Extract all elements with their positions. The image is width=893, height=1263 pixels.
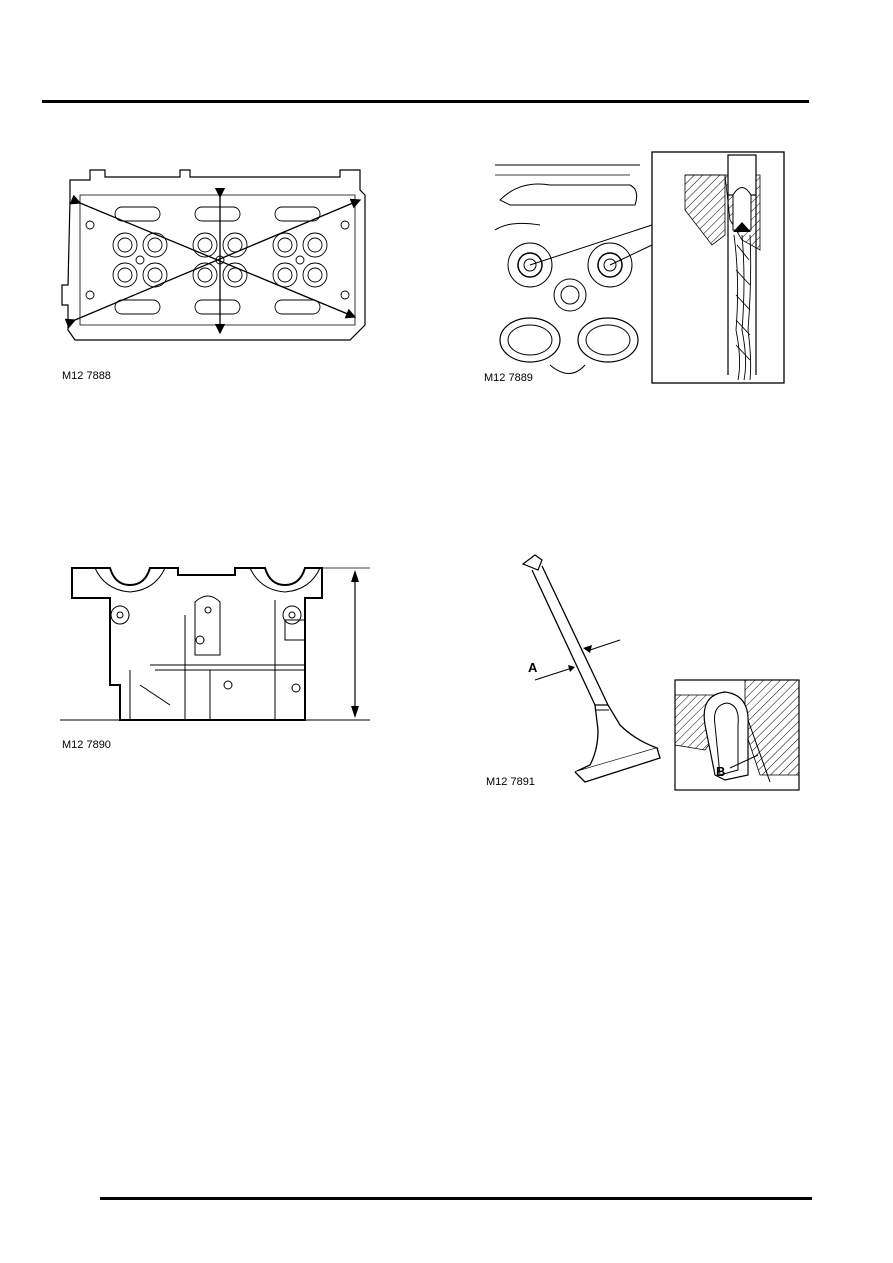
footer-rule xyxy=(100,1197,812,1200)
cylinder-head-side-illustration xyxy=(60,567,370,721)
valve-illustration: A B xyxy=(521,554,800,791)
figure-caption: M12 7888 xyxy=(62,370,111,382)
dimension-label-a: A xyxy=(528,660,538,675)
cylinder-head-top-illustration xyxy=(61,169,366,341)
dimension-label-b: B xyxy=(716,764,725,779)
figure-caption: M12 7891 xyxy=(486,776,535,788)
figure-cylinder-head-warp-check xyxy=(60,165,380,345)
figure-cylinder-head-height xyxy=(60,560,380,730)
figure-caption: M12 7889 xyxy=(484,372,533,384)
figure-valve-guide-ream xyxy=(490,150,790,385)
header-rule xyxy=(42,100,809,103)
figure-caption: M12 7890 xyxy=(62,739,111,751)
valve-guide-illustration xyxy=(494,151,785,384)
figure-valve-stem-measure: A B xyxy=(520,550,810,795)
